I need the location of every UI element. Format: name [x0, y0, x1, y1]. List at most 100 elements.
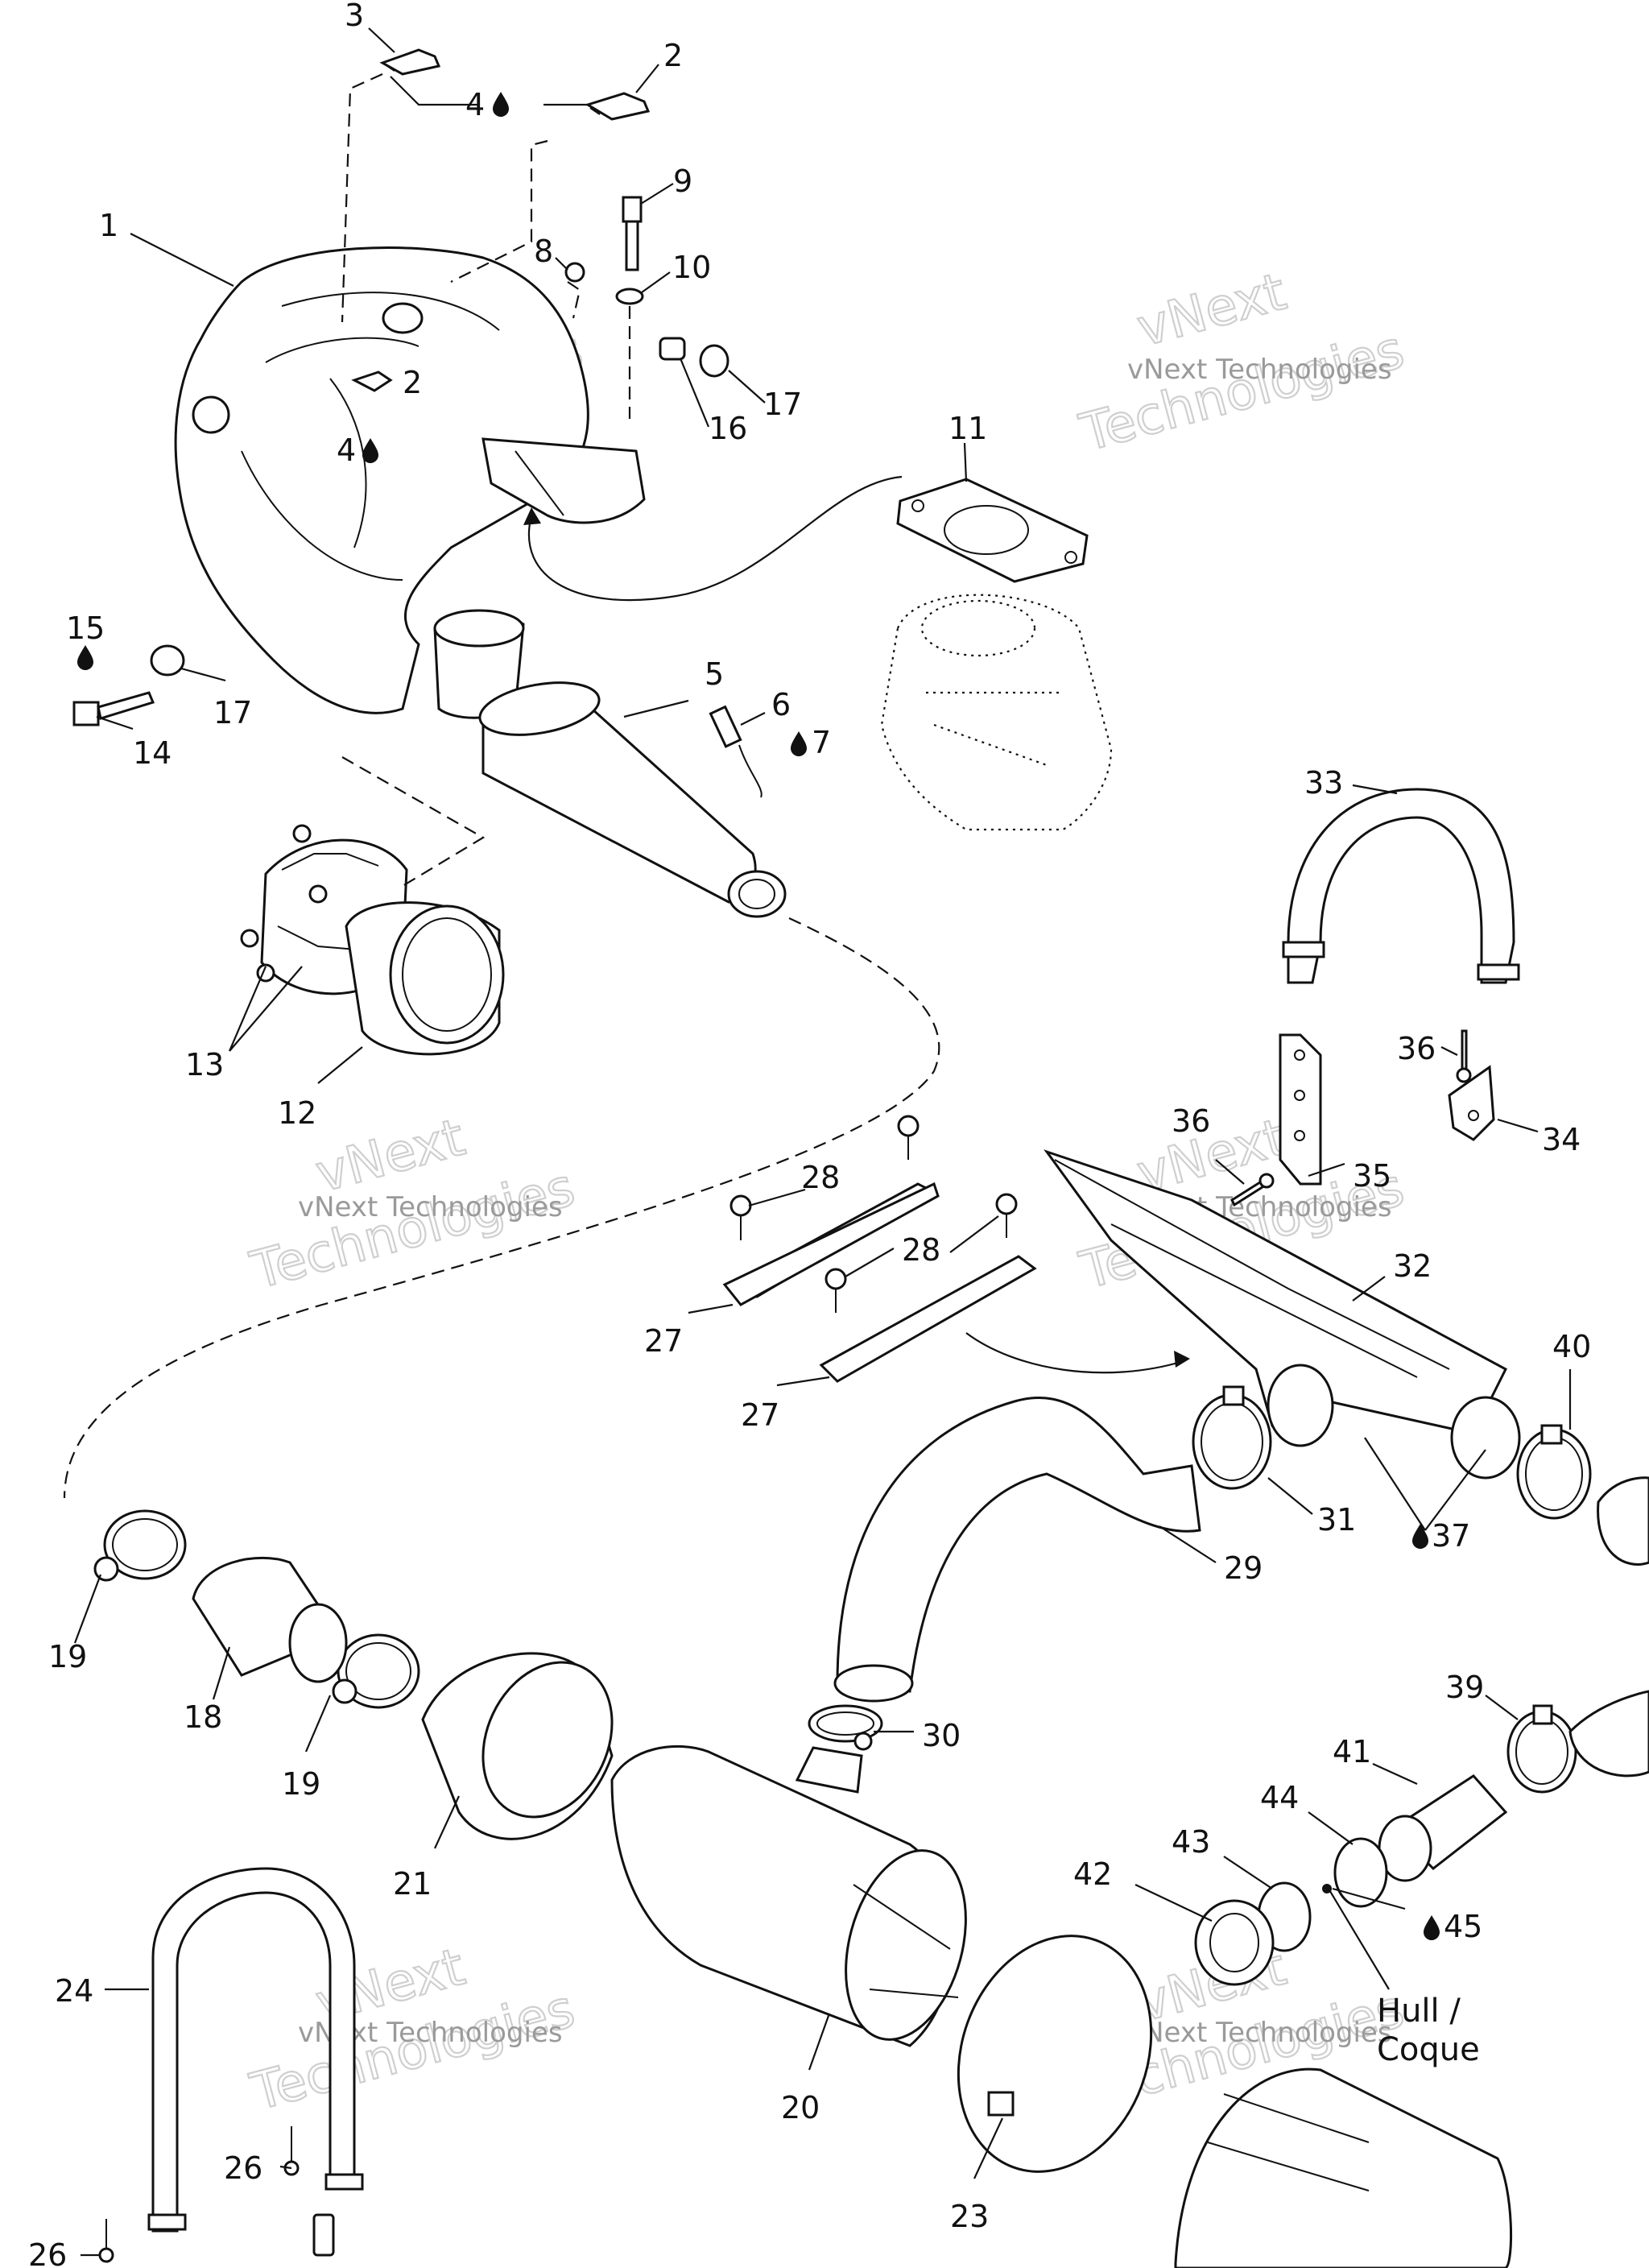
callout-37: 37 [1432, 1518, 1470, 1554]
drop-icon [1424, 1915, 1440, 1940]
callout-36-upper: 36 [1397, 1031, 1436, 1066]
callout-1: 1 [99, 208, 118, 243]
part-5-tailpipe-cone [478, 681, 787, 918]
part-28-screws [729, 1115, 1018, 1313]
watermark-outline-word2: Technologies [1074, 321, 1410, 464]
routing-lines [63, 72, 1190, 1499]
callout-29: 29 [1224, 1550, 1263, 1586]
part-26-rivet-upper [283, 2126, 335, 2257]
part-35-bracket [1279, 1033, 1322, 1186]
callout-18: 18 [184, 1699, 222, 1735]
callout-40: 40 [1552, 1329, 1591, 1364]
engine-outline [880, 594, 1113, 831]
drop-icon [791, 731, 807, 756]
part-10-washer [615, 288, 644, 305]
callout-34: 34 [1542, 1122, 1581, 1157]
callout-45: 45 [1444, 1909, 1482, 1944]
part-19-clamp-left [93, 1509, 187, 1582]
callout-13: 13 [185, 1047, 224, 1082]
part-39-clamp [1506, 1704, 1577, 1794]
part-42-nut [1194, 1899, 1275, 1986]
callout-8: 8 [534, 234, 553, 269]
part-40-clamp [1516, 1424, 1592, 1520]
hull-label: Hull / Coque [1377, 1993, 1480, 2068]
callout-labels: 3 2 4 1 9 8 10 2 4 17 16 11 15 17 14 5 6… [28, 0, 1591, 2268]
part-17-grommet-lower [150, 644, 185, 677]
callout-21: 21 [393, 1866, 432, 1902]
part-2-fitting-inner [351, 370, 393, 392]
callout-26-upper: 26 [224, 2150, 262, 2186]
callout-41: 41 [1333, 1734, 1371, 1769]
callout-36-lower: 36 [1172, 1103, 1210, 1139]
callout-12: 12 [278, 1095, 316, 1131]
callout-35: 35 [1353, 1158, 1391, 1194]
callout-27-upper: 27 [644, 1323, 683, 1359]
part-30-clamp [808, 1704, 883, 1751]
part-21-ring [421, 1652, 614, 1840]
hull-label-line1: Hull / [1377, 1993, 1461, 2030]
callout-27-lower: 27 [741, 1397, 779, 1433]
part-3-fitting [379, 48, 441, 76]
callout-24: 24 [55, 1973, 93, 2009]
part-20-muffler [610, 1744, 967, 2047]
part-23-clamp-ring [957, 1935, 1153, 2173]
part-34-bracket [1448, 1065, 1495, 1141]
callout-10: 10 [672, 250, 711, 285]
callout-17-upper: 17 [763, 387, 802, 422]
part-32-y-pipe [1044, 1149, 1521, 1480]
part-2-fitting-top [585, 92, 651, 121]
callout-19-left: 19 [48, 1639, 87, 1674]
part-14-bolt [72, 691, 155, 726]
part-31-clamp [1192, 1385, 1272, 1490]
part-6-fitting [709, 705, 763, 798]
part-44-washer [1333, 1837, 1388, 1908]
part-17-grommet-upper [699, 344, 729, 378]
part-36-rivet-lower [1230, 1173, 1275, 1207]
callout-3: 3 [345, 0, 364, 33]
callout-23: 23 [950, 2199, 989, 2234]
callout-11: 11 [948, 411, 987, 446]
part-33-strap [1282, 788, 1520, 984]
callout-39: 39 [1445, 1670, 1484, 1705]
part-36-rivet-upper [1456, 1029, 1472, 1083]
part-11-gasket [896, 478, 1089, 583]
leader-lines [73, 27, 1572, 2257]
callout-28-upper: 28 [801, 1160, 840, 1195]
callout-28-lower: 28 [902, 1232, 940, 1268]
watermark-group-3: vNext Technologies vNext Technologies [244, 1107, 581, 1302]
part-18-sleeve [192, 1556, 348, 1683]
part-27-plate-upper [722, 1182, 940, 1306]
callout-9: 9 [673, 163, 692, 199]
watermark-text: vNext Technologies [1127, 354, 1392, 386]
muffler-tail-body [1174, 2067, 1513, 2268]
watermark-group-5: vNext Technologies vNext Technologies [244, 1936, 581, 2123]
callout-32: 32 [1393, 1248, 1432, 1284]
callout-7: 7 [812, 725, 831, 760]
hull-reference [1322, 1884, 1390, 1990]
watermark-text: vNext Technologies [1127, 2017, 1392, 2049]
callout-15: 15 [66, 610, 105, 646]
watermark-outline-word1: vNext [1131, 263, 1292, 359]
drop-icon [493, 92, 509, 117]
part-8-nut [564, 262, 585, 283]
callout-33: 33 [1304, 765, 1343, 801]
callout-31: 31 [1317, 1502, 1356, 1538]
watermark-group-2: vNext Technologies vNext Technologies [1073, 261, 1411, 464]
callout-6: 6 [771, 687, 791, 722]
right-edge-pipes [1568, 1476, 1649, 1778]
part-41-fitting [1378, 1774, 1508, 1882]
hull-label-line2: Coque [1377, 2031, 1480, 2068]
part-9-bolt [622, 196, 643, 271]
part-27-plate-lower [819, 1255, 1037, 1383]
callout-30: 30 [922, 1718, 961, 1753]
part-26-rivet-lower [98, 2219, 114, 2263]
callout-2: 2 [663, 38, 683, 73]
callout-4: 4 [465, 87, 485, 122]
callout-20: 20 [781, 2090, 820, 2125]
drop-icon [77, 645, 93, 670]
part-29-hose [833, 1397, 1201, 1703]
callout-19-right: 19 [282, 1766, 320, 1802]
part-1-exhaust-manifold [174, 246, 646, 719]
part-12-rubber-coupling [345, 901, 505, 1056]
